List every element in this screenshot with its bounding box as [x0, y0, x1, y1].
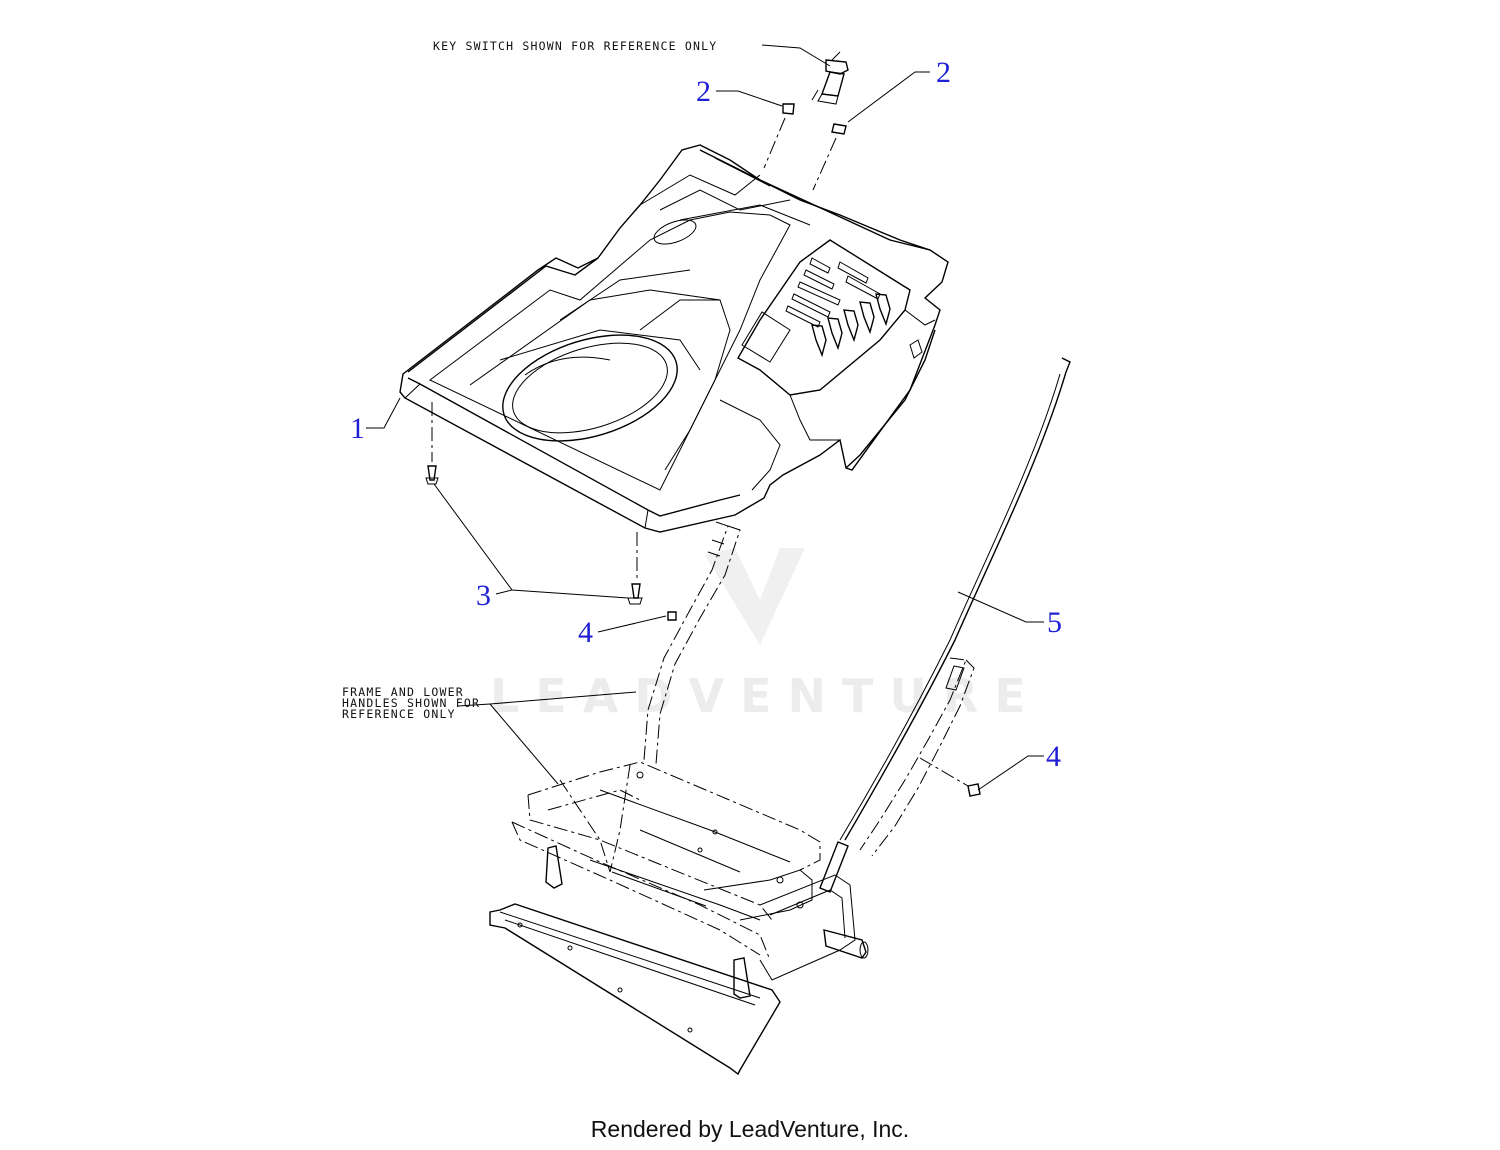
callout-5: 5: [1047, 606, 1062, 639]
watermark-logo: [705, 548, 805, 645]
leader-lines: [366, 44, 1044, 791]
shroud-cover-drawing: [399, 144, 949, 533]
screw-parts: [425, 465, 643, 605]
frame-drawing: [489, 761, 869, 1076]
note-frame-line1: FRAME AND LOWER: [342, 685, 464, 699]
callout-2-right: 2: [936, 56, 951, 89]
callout-2-left: 2: [696, 75, 711, 108]
key-switch-drawing: [811, 51, 849, 105]
note-frame-line3: REFERENCE ONLY: [342, 707, 456, 721]
callout-1: 1: [350, 412, 365, 445]
callout-4-lower: 4: [1046, 740, 1061, 773]
note-frame: FRAME AND LOWER HANDLES SHOWN FOR REFERE…: [342, 685, 480, 721]
watermark: LEADVENTURE: [490, 548, 1042, 723]
note-key-switch: KEY SWITCH SHOWN FOR REFERENCE ONLY: [433, 39, 717, 53]
lower-handles-drawing: [643, 521, 981, 857]
clip-parts: [782, 103, 847, 135]
note-frame-line2: HANDLES SHOWN FOR: [342, 696, 480, 710]
cable-drawing: [819, 357, 1071, 893]
watermark-text: LEADVENTURE: [490, 669, 1042, 723]
vent-slots: [785, 257, 891, 358]
footer-credit: Rendered by LeadVenture, Inc.: [590, 1116, 910, 1142]
callout-3: 3: [476, 579, 491, 612]
callout-4-upper: 4: [578, 616, 593, 649]
